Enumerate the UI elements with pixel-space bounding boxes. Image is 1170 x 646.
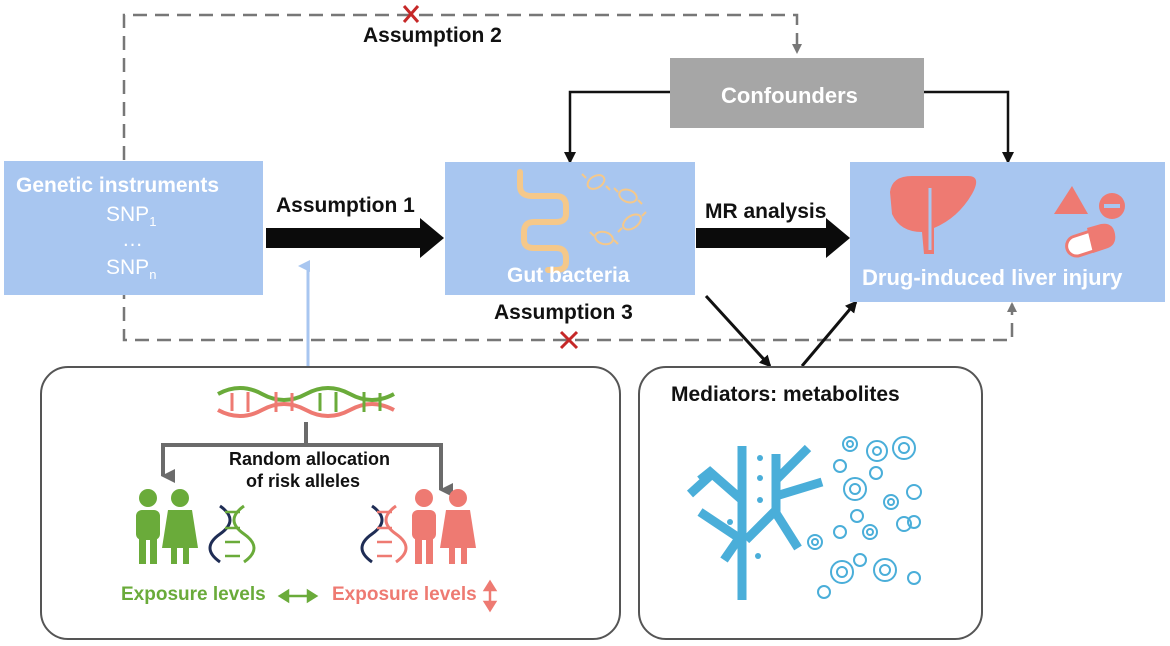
assumption2-label: Assumption 2	[363, 24, 502, 47]
confounders-box	[670, 58, 924, 128]
assumption3-dashed-path	[122, 285, 1017, 342]
confounders-to-gut-arrow	[564, 90, 670, 164]
confounders-to-dili-arrow	[924, 90, 1014, 164]
snp-1-label: SNP1	[106, 203, 157, 230]
mediators-title: Mediators: metabolites	[671, 383, 900, 406]
assumption1-label: Assumption 1	[276, 194, 415, 217]
gut-bacteria-box	[445, 162, 695, 295]
gut-bacteria-label: Gut bacteria	[507, 264, 630, 287]
genetic-instruments-box	[4, 161, 263, 295]
mr-analysis-thick-arrow	[696, 218, 850, 258]
exposure-levels-green: Exposure levels	[121, 584, 266, 605]
snp-ellipsis: …	[122, 228, 143, 251]
snp-n-label: SNPn	[106, 256, 157, 283]
cross-icon-assumption3	[559, 330, 579, 350]
exposure-levels-salmon: Exposure levels	[332, 584, 477, 605]
assumption2-dashed-path	[122, 13, 802, 160]
random-allocation-line2: of risk alleles	[246, 471, 361, 491]
gut-to-mediators-arrow	[704, 294, 772, 368]
assumption1-thick-arrow	[266, 218, 444, 258]
mediators-to-dili-arrow	[800, 300, 858, 367]
confounders-label: Confounders	[721, 83, 858, 108]
random-allocation-line1: Random allocation	[229, 449, 391, 469]
genetic-instruments-title: Genetic instruments	[16, 174, 220, 197]
mr-analysis-label: MR analysis	[705, 200, 827, 223]
dili-label: Drug-induced liver injury	[862, 265, 1123, 290]
cross-icon-assumption2	[402, 5, 420, 23]
assumption3-label: Assumption 3	[494, 301, 633, 324]
mediators-panel	[638, 366, 983, 640]
